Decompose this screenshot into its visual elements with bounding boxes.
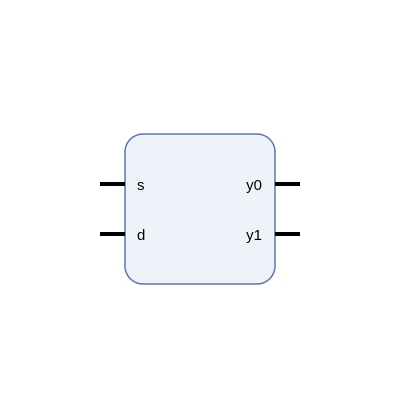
input-label-d: d — [137, 227, 145, 244]
input-label-s: s — [137, 177, 145, 194]
output-label-y1: y1 — [246, 227, 262, 244]
output-label-y0: y0 — [246, 177, 262, 194]
block-body — [124, 133, 276, 285]
